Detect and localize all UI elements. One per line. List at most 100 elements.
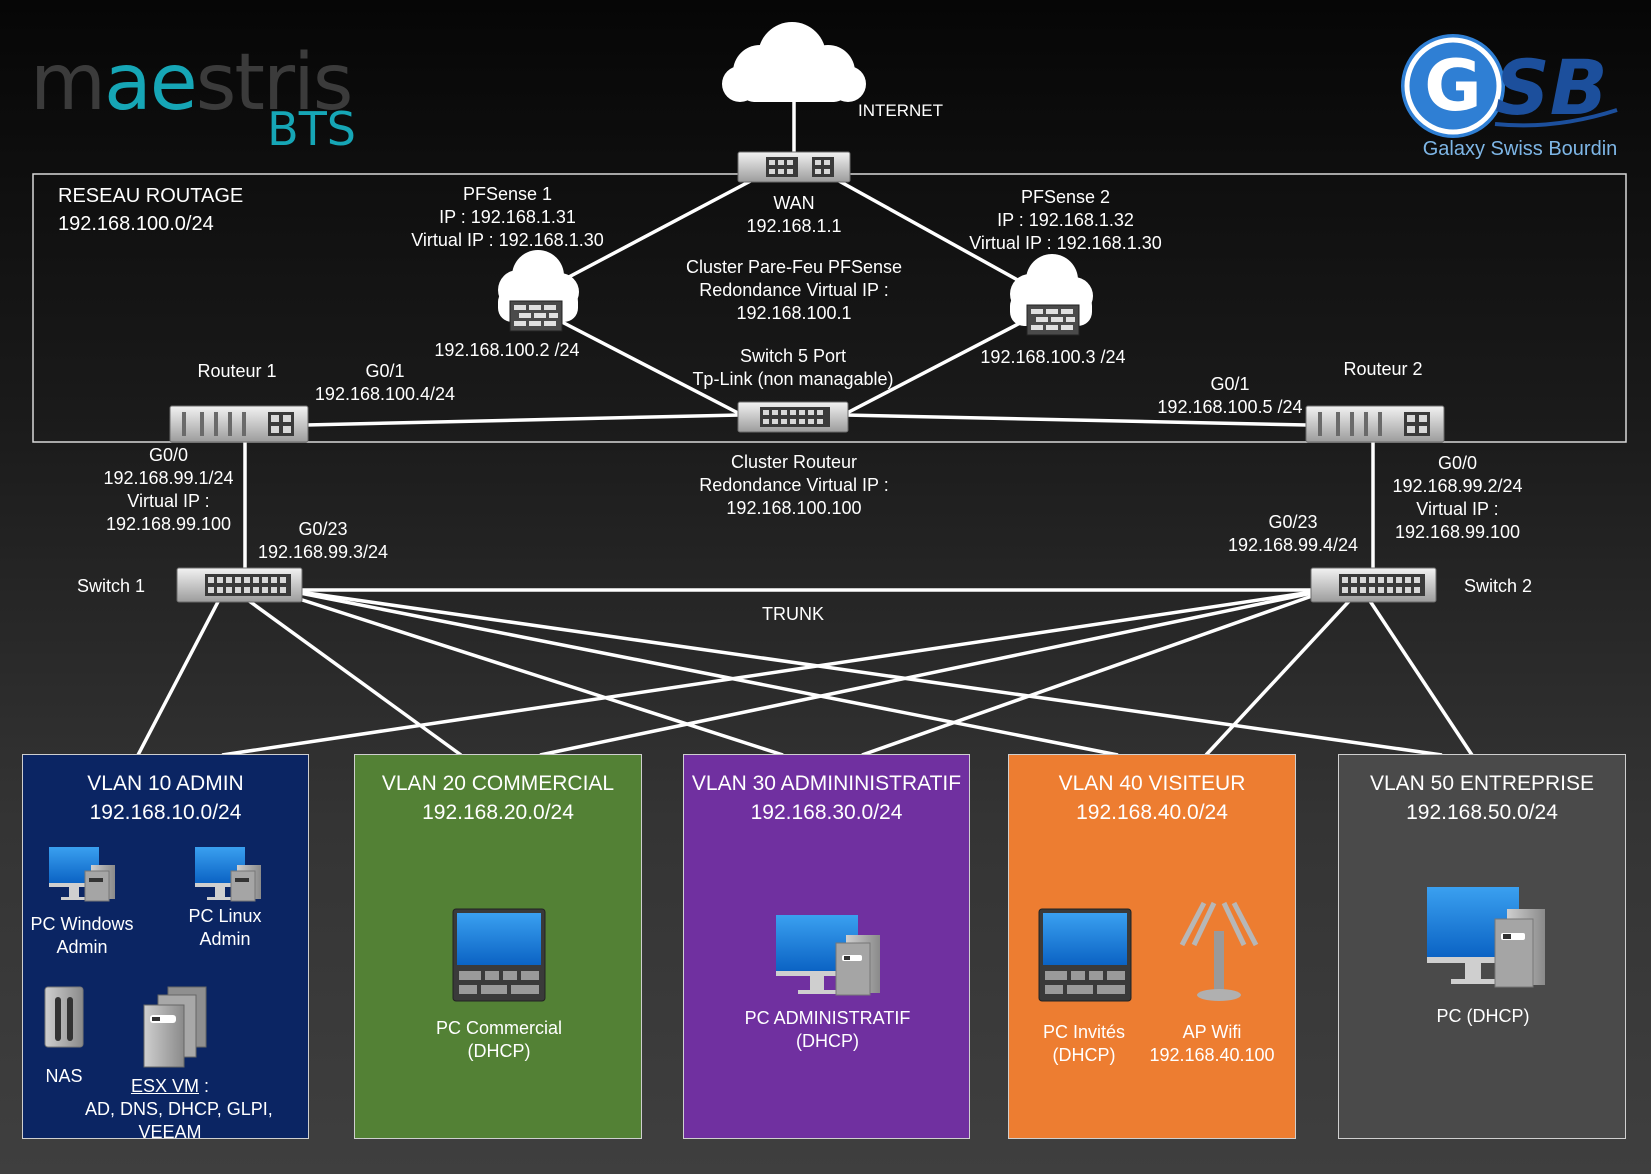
vlan10-name: VLAN 10 ADMIN	[87, 772, 244, 795]
vlan30-name: VLAN 30 ADMININISTRATIF	[691, 772, 962, 795]
pc-windows-admin-line1: PC Windows	[30, 914, 134, 934]
vlan40-name: VLAN 40 VISITEUR	[1058, 772, 1246, 795]
switch5-icon	[737, 401, 849, 433]
pc-administratif-line1: PC ADMINISTRATIF	[744, 1008, 911, 1028]
switch2-ip: 192.168.99.4/24	[1227, 535, 1359, 555]
esx-vm-services-2: VEEAM	[138, 1122, 202, 1142]
vlan20-title: VLAN 20 COMMERCIAL 192.168.20.0/24	[355, 769, 641, 827]
maestris-word-pre: m	[30, 38, 106, 128]
esx-vm-heading: ESX VM :	[85, 1075, 255, 1098]
ap-wifi-line2: 192.168.40.100	[1149, 1045, 1275, 1065]
maestris-word-post: stris	[195, 38, 354, 128]
link-sw2-vlan30	[861, 594, 1313, 757]
router2-g01-ip: 192.168.100.5 /24	[1157, 397, 1303, 417]
firewall-cluster-line3: 192.168.100.1	[736, 303, 852, 323]
vlan10-box: VLAN 10 ADMIN 192.168.10.0/24 PC Windows…	[22, 754, 309, 1142]
link-sw1-vlan20	[243, 596, 463, 757]
nas-label: NAS	[45, 1066, 83, 1086]
pfsense1-ip: IP : 192.168.1.31	[439, 207, 576, 227]
switch2-name: Switch 2	[1464, 576, 1533, 596]
ap-wifi-label: AP Wifi 192.168.40.100	[1137, 1021, 1287, 1067]
pc-administratif-label: PC ADMINISTRATIF (DHCP)	[684, 1007, 971, 1053]
pc-commercial-laptop-icon	[452, 908, 546, 1002]
link-wan-pfsense2	[829, 174, 1033, 290]
routing-network-title: RESEAU ROUTAGE	[58, 185, 244, 207]
pc-commercial-line2: (DHCP)	[467, 1041, 531, 1061]
ap-wifi-line1: AP Wifi	[1182, 1022, 1242, 1042]
routing-network-label: RESEAU ROUTAGE 192.168.100.0/24	[58, 182, 243, 238]
wan-switch-icon	[737, 151, 851, 183]
pc-commercial-label: PC Commercial (DHCP)	[355, 1017, 643, 1063]
pc-dhcp-label: PC (DHCP)	[1436, 1006, 1530, 1026]
switch1-icon	[176, 567, 303, 603]
router1-g01-label: G0/1 192.168.100.4/24	[310, 360, 460, 406]
pc-commercial-line1: PC Commercial	[435, 1018, 563, 1038]
wan-ip: 192.168.1.1	[746, 216, 842, 236]
pc-windows-admin-icon	[49, 847, 115, 902]
vlan30-box: VLAN 30 ADMININISTRATIF 192.168.30.0/24 …	[683, 754, 970, 1139]
pfsense2-virtual-ip: Virtual IP : 192.168.1.30	[969, 233, 1162, 253]
router2-g00-label: G0/0 192.168.99.2/24 Virtual IP : 192.16…	[1385, 452, 1530, 544]
switch2-icon	[1310, 567, 1437, 603]
router1-icon	[169, 405, 309, 443]
trunk-label: TRUNK	[762, 604, 824, 624]
router2-vip-label: Virtual IP :	[1416, 499, 1499, 519]
router1-g00-label: G0/0 192.168.99.1/24 Virtual IP : 192.16…	[96, 444, 241, 536]
pfsense2-firewall-icon	[1010, 254, 1093, 336]
router1-g00: G0/0	[148, 445, 189, 465]
pc-windows-admin-label: PC Windows Admin	[23, 913, 141, 959]
wan-name: WAN	[773, 193, 815, 213]
switch1-port: G0/23	[298, 519, 348, 539]
links	[136, 100, 1474, 757]
link-wan-pfsense1	[547, 174, 761, 290]
pc-linux-admin-line1: PC Linux	[188, 906, 262, 926]
router1-vip-label: Virtual IP :	[127, 491, 210, 511]
esx-vm-name: ESX VM	[130, 1076, 199, 1096]
maestris-wordmark: maestris	[30, 38, 354, 128]
firewall-cluster-line2: Redondance Virtual IP :	[699, 280, 889, 300]
vlan20-box: VLAN 20 COMMERCIAL 192.168.20.0/24 PC Co…	[354, 754, 642, 1139]
wan-label: WAN 192.168.1.1	[734, 192, 854, 238]
gsb-logo: G SB Galaxy Swiss Bourdin	[1395, 28, 1625, 168]
router2-g00: G0/0	[1437, 453, 1478, 473]
pfsense1-label: PFSense 1 IP : 192.168.1.31 Virtual IP :…	[400, 183, 615, 252]
pc-administratif-line2: (DHCP)	[796, 1031, 859, 1051]
vlan40-subnet: 192.168.40.0/24	[1076, 801, 1228, 824]
pc-windows-admin-line2: Admin	[56, 937, 108, 957]
switch5-line1: Switch 5 Port	[739, 346, 847, 366]
link-sw2-vlan50	[1366, 597, 1474, 756]
switch5-line2: Tp-Link (non managable)	[692, 369, 894, 389]
pc-invites-label: PC Invités (DHCP)	[1019, 1021, 1149, 1067]
pc-linux-admin-icon	[195, 847, 261, 902]
maestris-logo: maestris BTS	[30, 38, 370, 158]
maestris-bts: BTS	[267, 102, 356, 156]
switch2-port-label: G0/23 192.168.99.4/24	[1218, 511, 1368, 557]
switch5-label: Switch 5 Port Tp-Link (non managable)	[682, 345, 904, 391]
vlan50-name: VLAN 50 ENTREPRISE	[1369, 772, 1595, 795]
switch1-port-label: G0/23 192.168.99.3/24	[248, 518, 398, 564]
link-sw1-vlan40	[299, 591, 1119, 757]
vlan40-box: VLAN 40 VISITEUR 192.168.40.0/24 PC Invi…	[1008, 754, 1296, 1139]
maestris-word-ae: ae	[103, 38, 198, 128]
gsb-tagline: Galaxy Swiss Bourdin	[1422, 138, 1618, 160]
router1-g01-ip: 192.168.100.4/24	[314, 384, 456, 404]
link-pfsense1-switch5	[561, 320, 741, 416]
vlan10-subnet: 192.168.10.0/24	[89, 801, 242, 824]
router2-g01: G0/1	[1210, 374, 1250, 394]
vlan20-subnet: 192.168.20.0/24	[422, 801, 574, 824]
router2-name: Routeur 2	[1343, 359, 1423, 379]
switch2-port: G0/23	[1268, 512, 1318, 532]
firewall-cluster-label: Cluster Pare-Feu PFSense Redondance Virt…	[680, 256, 908, 325]
vlan50-subnet: 192.168.50.0/24	[1406, 801, 1558, 824]
vlan30-title: VLAN 30 ADMININISTRATIF 192.168.30.0/24	[684, 769, 969, 827]
vlan20-name: VLAN 20 COMMERCIAL	[381, 772, 615, 795]
link-sw2-vlan40	[1204, 596, 1354, 757]
vlan40-title: VLAN 40 VISITEUR 192.168.40.0/24	[1009, 769, 1295, 827]
router-cluster-line2: Redondance Virtual IP :	[699, 475, 889, 495]
internet-cloud-icon	[722, 22, 866, 102]
pfsense1-virtual-ip: Virtual IP : 192.168.1.30	[411, 230, 604, 250]
link-sw2-vlan20	[539, 591, 1313, 757]
switch1-ip: 192.168.99.3/24	[257, 542, 389, 562]
pfsense2-lan-ip: 192.168.100.3 /24	[980, 347, 1126, 367]
